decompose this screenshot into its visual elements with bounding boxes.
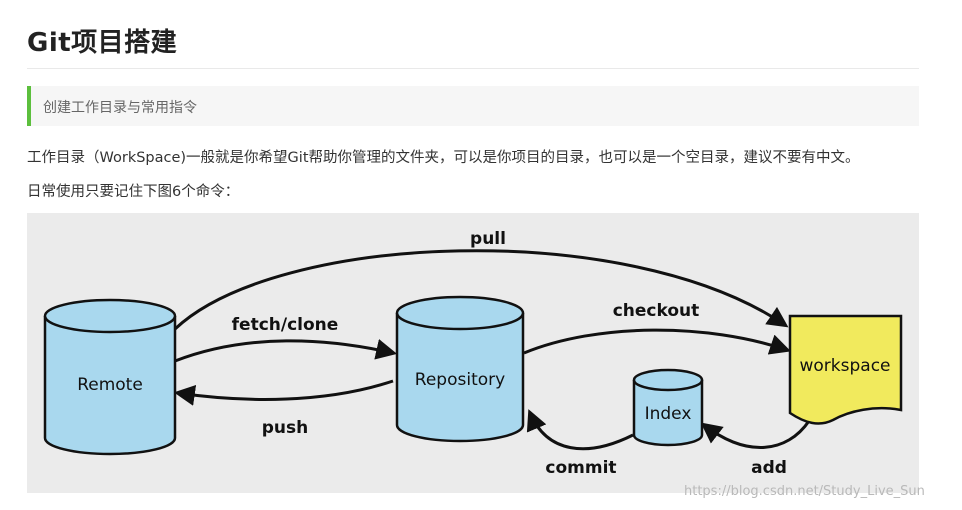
add-arrow [700, 420, 811, 449]
remote-label: Remote [77, 375, 143, 395]
remote-cylinder [43, 298, 177, 456]
pull-label: pull [470, 229, 506, 249]
section-quote-text: 创建工作目录与常用指令 [43, 100, 197, 116]
checkout-label: checkout [613, 301, 700, 321]
add-label: add [751, 458, 787, 478]
index-cylinder [632, 368, 704, 447]
fetch-clone-label: fetch/clone [232, 315, 339, 335]
index-label: Index [645, 404, 692, 424]
repository-cylinder [395, 295, 525, 443]
repository-label: Repository [415, 370, 505, 390]
push-arrow [173, 379, 394, 406]
pull-arrow [173, 249, 789, 331]
title-divider [27, 68, 919, 69]
paragraph-workspace-intro: 工作目录（WorkSpace)一般就是你希望Git帮助你管理的文件夹，可以是你项… [27, 150, 860, 166]
fetch-clone-arrow [174, 339, 398, 363]
git-workflow-svg: Remote Repository Index workspace pull f… [43, 229, 903, 478]
push-label: push [262, 418, 309, 438]
workspace-label: workspace [799, 356, 890, 376]
commit-label: commit [545, 458, 616, 478]
git-workflow-diagram: Remote Repository Index workspace pull f… [27, 213, 919, 493]
checkout-arrow [523, 328, 791, 355]
page-title: Git项目搭建 [27, 28, 178, 58]
section-quote-block: 创建工作目录与常用指令 [27, 86, 919, 126]
paragraph-commands-intro: 日常使用只要记住下图6个命令： [27, 184, 240, 200]
watermark-text: https://blog.csdn.net/Study_Live_Sun [684, 484, 925, 499]
workspace-document [788, 314, 903, 425]
commit-arrow [526, 409, 634, 451]
